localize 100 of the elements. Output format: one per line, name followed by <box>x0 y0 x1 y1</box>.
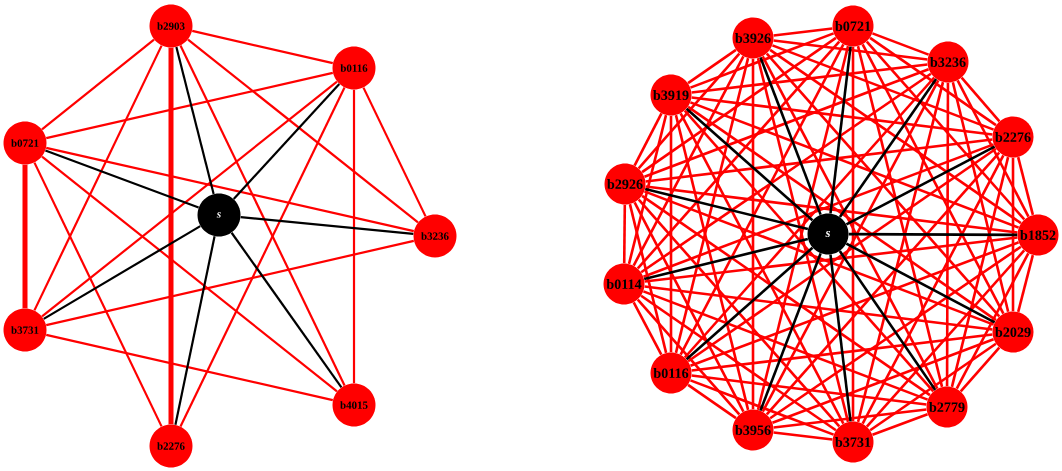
edge-line <box>950 156 1010 388</box>
edge-line <box>45 149 199 209</box>
edge-line <box>642 290 929 401</box>
edge-line <box>865 40 1026 221</box>
edge-line <box>41 38 155 131</box>
edge-line <box>689 379 835 436</box>
edge-line <box>865 249 1026 428</box>
edge-line <box>685 246 814 361</box>
edge-line <box>951 81 1010 313</box>
edge-line <box>765 151 1001 416</box>
edge-line <box>41 80 338 318</box>
edge-line <box>838 250 937 391</box>
edge-line <box>691 96 993 136</box>
edge-line <box>687 383 737 420</box>
edge-line <box>179 45 346 386</box>
edge-line <box>1016 156 1035 216</box>
edge-line <box>751 58 755 410</box>
edge-line <box>685 107 814 222</box>
edge-line <box>644 187 809 231</box>
edge-line <box>771 44 995 131</box>
edge-line <box>687 147 997 363</box>
edge-line <box>691 333 993 372</box>
edge-line <box>632 301 663 356</box>
edge-line <box>691 63 928 94</box>
edge-line <box>689 101 1020 229</box>
edge-line <box>845 242 996 324</box>
edge-line <box>645 138 993 183</box>
edge-line <box>861 154 1005 425</box>
edge-line <box>641 36 837 174</box>
edge-line <box>168 47 174 425</box>
edge-line <box>765 52 1001 318</box>
edge-line <box>773 39 928 61</box>
edge-line <box>45 239 415 327</box>
edge-line <box>872 413 928 436</box>
edge-line <box>41 155 338 393</box>
edge-line <box>848 232 1018 237</box>
edge-line <box>179 87 346 427</box>
edge-line <box>175 46 215 195</box>
edge-line <box>773 431 833 441</box>
edge-line <box>174 236 216 425</box>
edge-line <box>772 338 995 424</box>
edge-line <box>869 342 997 432</box>
edge-line <box>637 52 741 170</box>
edge-line <box>679 43 845 356</box>
edge-line <box>691 374 927 406</box>
edge-line <box>640 294 837 432</box>
edge-line <box>230 232 343 388</box>
edge-line <box>33 162 163 427</box>
edge-line <box>838 78 938 218</box>
edge-line <box>640 72 932 274</box>
edge-line <box>627 114 668 265</box>
edge-line <box>1016 254 1035 313</box>
edge-line <box>674 57 750 354</box>
edge-line <box>641 194 931 397</box>
edge-line <box>690 241 1020 367</box>
edge-line <box>43 225 201 320</box>
edge-line <box>851 46 855 422</box>
edge-line <box>636 298 741 416</box>
edge-line <box>959 346 1001 393</box>
edge-line <box>683 76 936 359</box>
edge-line <box>683 109 935 393</box>
edge-line <box>769 245 1022 420</box>
edge-line <box>955 252 1030 390</box>
edge-line <box>829 254 852 422</box>
edge-line <box>960 76 1001 123</box>
edge-line <box>773 27 833 37</box>
edge-line <box>33 45 163 311</box>
edge-line <box>945 82 950 387</box>
edge-line <box>689 32 835 89</box>
edge-line <box>644 236 1018 283</box>
edge-line <box>773 408 927 429</box>
edge-line <box>687 105 997 322</box>
edge-line <box>22 164 28 309</box>
edge-line <box>362 87 427 217</box>
edge-line <box>869 36 997 127</box>
edge-line <box>643 190 995 326</box>
edge-line <box>633 112 663 167</box>
edge-line <box>191 29 334 65</box>
edge-line <box>636 40 841 270</box>
edge-line <box>644 285 993 331</box>
edge-line <box>856 81 945 423</box>
edge-line <box>643 237 809 281</box>
edge-line <box>46 71 334 140</box>
edge-line <box>644 68 930 178</box>
edge-line <box>679 112 845 425</box>
edge-line <box>622 204 627 264</box>
edge-line <box>829 46 852 214</box>
edge-line <box>632 55 745 267</box>
edge-line <box>769 48 1022 225</box>
edge-line <box>232 83 341 200</box>
edge-line <box>628 203 668 354</box>
edge-line <box>956 79 1030 218</box>
edge-line <box>669 115 673 353</box>
edge-line <box>861 43 1005 315</box>
edge-line <box>1011 157 1015 312</box>
edge-line <box>633 201 745 413</box>
edge-line <box>687 48 737 85</box>
edge-line <box>46 146 415 233</box>
edge-line <box>759 252 822 412</box>
edge-line <box>856 45 944 388</box>
